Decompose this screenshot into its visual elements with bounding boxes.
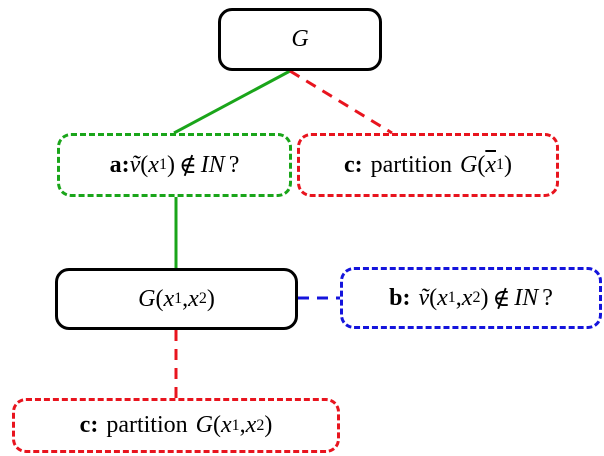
node-a-rel: ∉ <box>178 152 197 179</box>
node-b-close: ) <box>480 284 489 311</box>
node-c2-tag: c: <box>79 412 99 438</box>
node-root: G <box>218 8 382 71</box>
node-c2-close: ) <box>264 412 273 438</box>
node-a-open: ( <box>140 151 149 178</box>
node-c1-func: G <box>459 151 478 178</box>
node-c1-sub: 1 <box>495 156 504 173</box>
node-b-s1: 1 <box>447 289 456 306</box>
node-a-sub: 1 <box>158 156 167 173</box>
node-c1-tag: c: <box>344 151 363 178</box>
node-mid-v2: x <box>188 285 199 312</box>
node-b-tag: b: <box>389 284 411 311</box>
node-c1-open: ( <box>477 151 486 178</box>
node-b-rel: ∉ <box>492 285 511 312</box>
node-a-check: a: ṽ ( x 1 ) ∉ IN ? <box>57 133 292 197</box>
node-c2-comma: , <box>239 412 246 438</box>
node-b-open: ( <box>429 284 438 311</box>
edge-root-to-a <box>173 69 291 135</box>
node-mid-func: G <box>138 285 156 312</box>
node-c1-word: partition <box>370 151 452 178</box>
node-a-expr: ṽ <box>129 151 141 178</box>
node-mid: G ( x 1 , x 2 ) <box>55 268 298 330</box>
node-b-s2: 2 <box>472 289 481 306</box>
node-b-expr: ṽ <box>418 284 430 311</box>
node-c2-v2: x <box>245 412 257 438</box>
node-b-v1: x <box>437 284 448 311</box>
node-b-set: IN <box>514 284 539 311</box>
node-mid-s1: 1 <box>174 290 183 307</box>
node-c2-word: partition <box>106 412 188 438</box>
node-mid-s2: 2 <box>198 290 207 307</box>
node-b-question: ? <box>542 284 553 311</box>
node-c2-func: G <box>195 412 213 438</box>
node-c2-s2: 2 <box>256 416 265 434</box>
node-a-question: ? <box>228 151 240 178</box>
node-b-comma: , <box>455 284 462 311</box>
node-c1-close: ) <box>503 151 512 178</box>
root-label: G <box>291 26 309 52</box>
node-c2-open: ( <box>213 412 221 438</box>
edge-root-to-c1 <box>289 69 393 135</box>
node-b-check: b: ṽ ( x 1 , x 2 ) ∉ IN ? <box>340 267 602 329</box>
node-mid-close: ) <box>206 285 215 312</box>
node-a-var: x <box>148 151 159 178</box>
node-b-v2: x <box>461 284 473 311</box>
node-a-close: ) <box>166 151 175 178</box>
node-c1-var: x <box>485 151 496 178</box>
node-c-partition-1: c: partition G ( x 1 ) <box>297 133 559 197</box>
node-c2-s1: 1 <box>231 416 240 434</box>
node-a-tag: a: <box>109 151 130 178</box>
node-mid-open: ( <box>155 285 164 312</box>
node-mid-v1: x <box>163 285 175 312</box>
node-a-set: IN <box>200 151 225 178</box>
node-mid-comma: , <box>182 285 189 312</box>
node-c-partition-2: c: partition G ( x 1 , x 2 ) <box>12 398 340 453</box>
node-c2-v1: x <box>221 412 232 438</box>
